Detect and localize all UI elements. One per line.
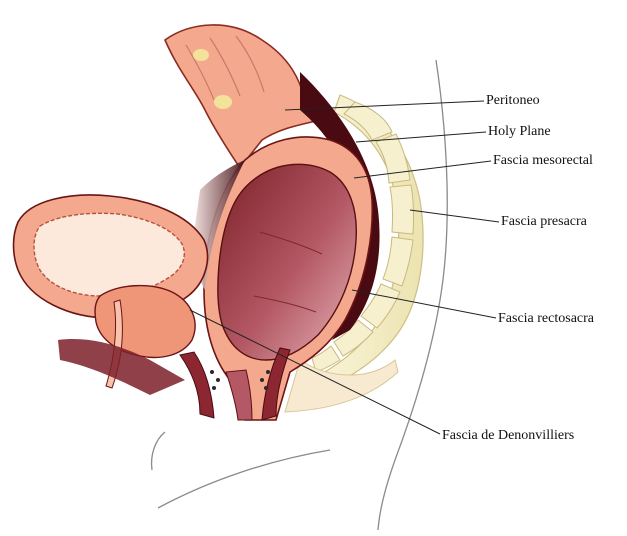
label-holy-plane: Holy Plane [488, 124, 551, 140]
label-peritoneo: Peritoneo [486, 93, 540, 109]
label-fascia-rectosacra: Fascia rectosacra [498, 311, 594, 327]
label-fascia-mesorectal: Fascia mesorectal [493, 153, 593, 169]
label-fascia-denonvilliers: Fascia de Denonvilliers [442, 428, 574, 444]
label-fascia-presacra: Fascia presacra [501, 214, 587, 230]
